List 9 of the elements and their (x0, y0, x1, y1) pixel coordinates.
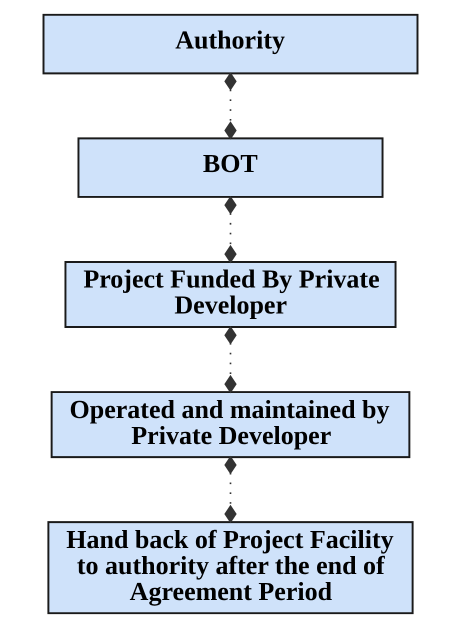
connector (224, 72, 237, 140)
connector (224, 326, 237, 394)
node-box: Authority (42, 14, 418, 74)
connector (224, 196, 237, 264)
node-box: Operated and maintained by Private Developer (50, 391, 410, 458)
node-box: Hand back of Project Facility to authority after the end of Agreement Period (47, 521, 414, 614)
node-box: BOT (78, 137, 384, 198)
node-box: Project Funded By Private Developer (64, 260, 397, 328)
connector (224, 456, 237, 524)
